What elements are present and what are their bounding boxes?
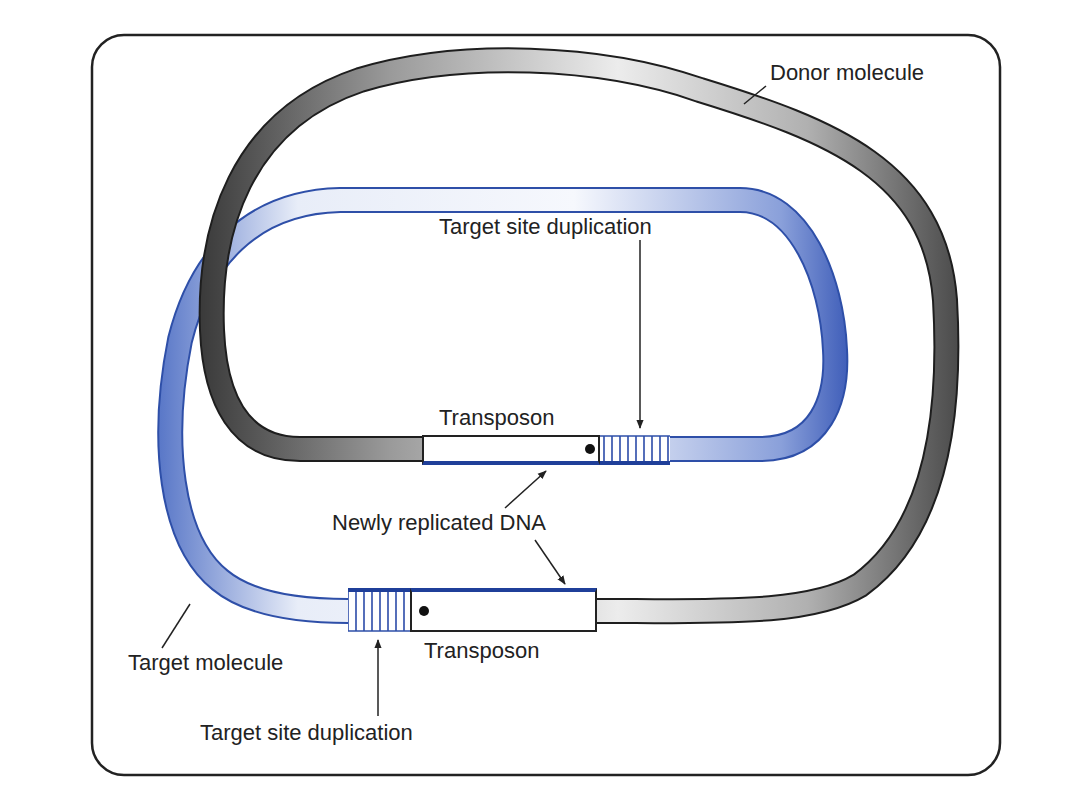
callout-label: Newly replicated DNA xyxy=(330,510,548,536)
transposon-label: Transposon xyxy=(424,638,539,664)
transposon-label: Transposon xyxy=(439,405,554,431)
leader-line xyxy=(744,86,766,104)
callout-label: Target site duplication xyxy=(198,720,415,746)
arrow xyxy=(639,240,641,428)
target-site-duplication-top xyxy=(598,436,670,463)
leader-line xyxy=(162,604,190,648)
frame xyxy=(92,35,1000,775)
arrow xyxy=(377,640,379,716)
molecule-label: Donor molecule xyxy=(768,60,926,86)
molecule-label: Target molecule xyxy=(126,650,285,676)
target-molecule-band xyxy=(170,200,835,611)
transposon-box: Transposon xyxy=(422,435,600,465)
arrow xyxy=(505,471,546,508)
target-site-duplication-bottom xyxy=(348,590,412,631)
transposon-box: Transposon xyxy=(410,588,597,632)
callout-label: Target site duplication xyxy=(437,214,654,240)
transposon-end-dot xyxy=(419,606,429,616)
transposon-end-dot xyxy=(585,444,595,454)
donor-molecule-band xyxy=(212,60,947,611)
arrow xyxy=(535,540,565,584)
